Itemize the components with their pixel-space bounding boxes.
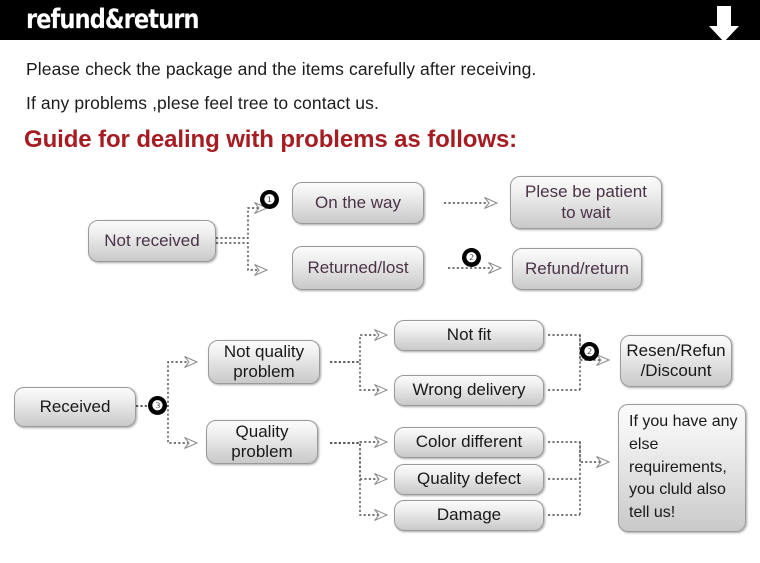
node-on-the-way[interactable]: On the way <box>292 182 424 224</box>
node-quality-problem[interactable]: Quality problem <box>206 420 318 464</box>
badge-2-bottom: ❷ <box>580 342 599 361</box>
down-arrow-icon <box>709 6 739 42</box>
node-plese-be-patient[interactable]: Plese be patient to wait <box>510 176 662 229</box>
guide-heading: Guide for dealing with problems as follo… <box>24 126 518 153</box>
intro-line-2: If any problems ,plese feel tree to cont… <box>26 93 379 113</box>
node-not-quality-problem[interactable]: Not quality problem <box>208 340 320 384</box>
node-wrong-delivery[interactable]: Wrong delivery <box>394 375 544 406</box>
intro-line-1: Please check the package and the items c… <box>26 59 537 79</box>
header-bar <box>0 0 760 40</box>
node-color-different[interactable]: Color different <box>394 427 544 458</box>
node-received[interactable]: Received <box>14 387 136 427</box>
node-quality-defect[interactable]: Quality defect <box>394 464 544 495</box>
node-not-received[interactable]: Not received <box>88 220 216 262</box>
badge-1: ❶ <box>260 190 279 209</box>
node-damage[interactable]: Damage <box>394 500 544 531</box>
node-refund-return[interactable]: Refund/return <box>512 248 642 290</box>
page-title: refund&return <box>26 4 200 35</box>
node-resend-refund-discount[interactable]: Resen/Refun /Discount <box>620 335 732 387</box>
node-not-fit[interactable]: Not fit <box>394 320 544 351</box>
badge-3: ❸ <box>148 396 167 415</box>
node-any-else-requirements[interactable]: If you have any else requirements, you c… <box>618 404 746 532</box>
node-returned-lost[interactable]: Returned/lost <box>292 246 424 290</box>
badge-2-top: ❷ <box>462 248 481 267</box>
